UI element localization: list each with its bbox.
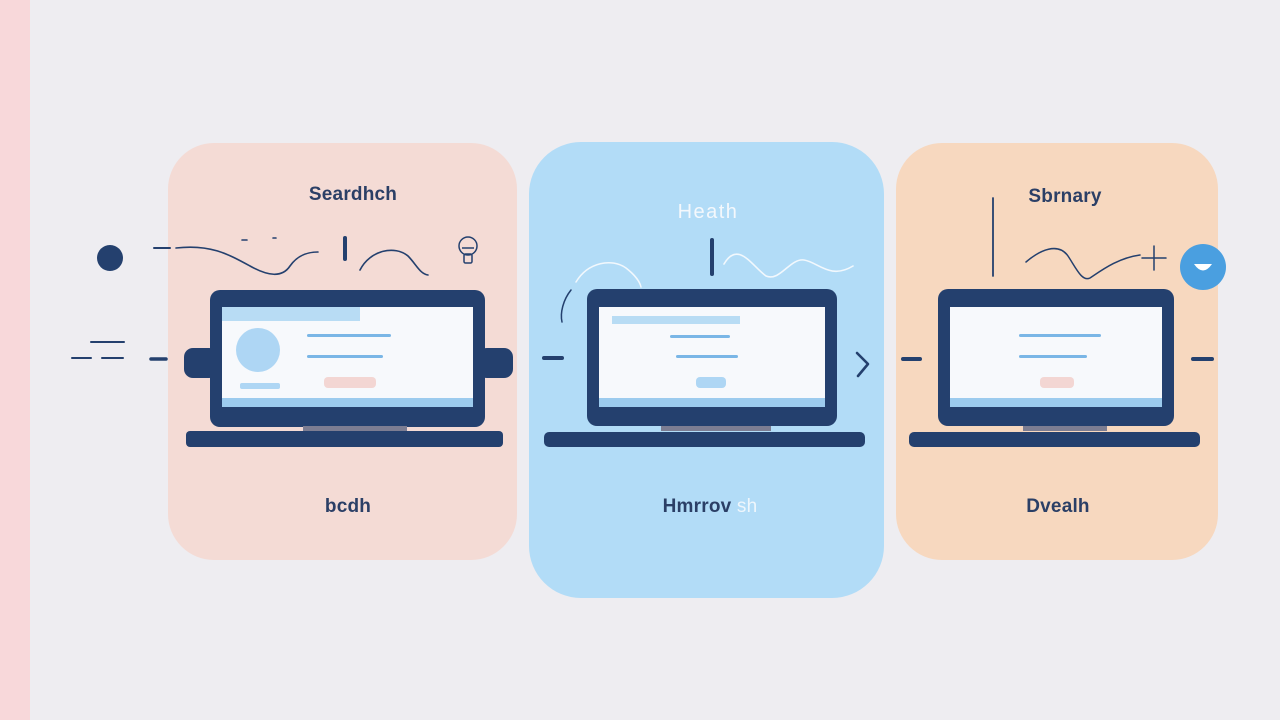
stage-3-caption: Dvealh bbox=[1026, 496, 1090, 517]
stage-1-title: Seardhch bbox=[308, 184, 398, 205]
chevron-right-icon bbox=[855, 351, 870, 378]
stage-1-caption: bcdh bbox=[324, 496, 372, 517]
laptop-icon-2 bbox=[544, 289, 865, 447]
stage-2-caption-main: Hmrrov bbox=[662, 496, 732, 517]
dash-marks-left bbox=[71, 341, 168, 361]
start-dot-icon bbox=[97, 245, 123, 271]
chat-bubble-icon bbox=[1180, 244, 1226, 290]
stage-2-caption-faint: sh bbox=[731, 496, 758, 517]
squiggle-lines-1 bbox=[153, 236, 429, 276]
stage-2-caption: Hmrrov sh bbox=[620, 496, 800, 518]
laptop-icon-1 bbox=[184, 290, 513, 447]
laptop-icon-3 bbox=[909, 289, 1200, 447]
stage-3-title: Sbrnary bbox=[1028, 186, 1102, 207]
bulb-icon bbox=[458, 236, 478, 264]
squiggle-lines-2 bbox=[560, 238, 854, 323]
stage-2-title: Heath bbox=[677, 201, 739, 223]
squiggle-lines-3 bbox=[992, 197, 1167, 280]
left-edge-strip bbox=[0, 0, 30, 720]
